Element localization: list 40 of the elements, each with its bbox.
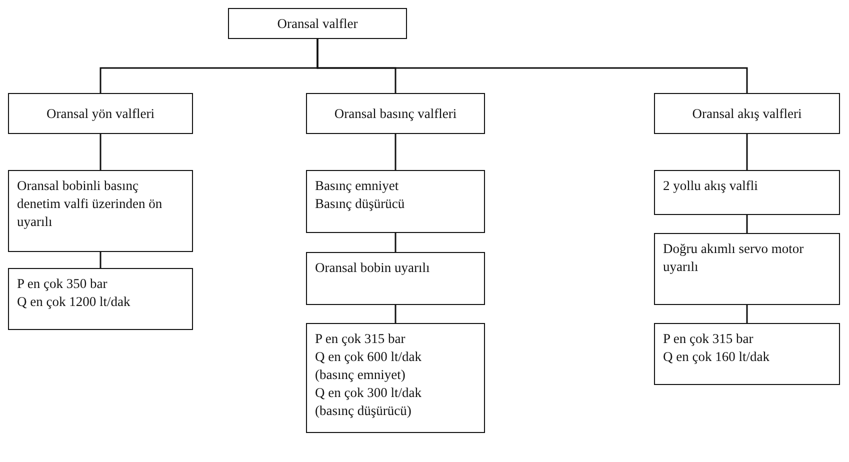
process-box	[654, 93, 840, 134]
connector-line	[394, 134, 396, 170]
box-text: Doğru akımlı servo motor uyarılı	[663, 240, 805, 276]
process-box	[228, 8, 407, 39]
box-text: Basınç düşürücü	[315, 195, 405, 213]
box-text: P en çok 315 bar	[315, 330, 406, 348]
box-text: Q en çok 160 lt/dak	[663, 348, 770, 366]
box-text: P en çok 315 bar	[663, 330, 754, 348]
connector-line	[746, 215, 748, 233]
process-box	[306, 323, 485, 433]
connector-line	[746, 305, 748, 323]
process-box	[654, 233, 840, 305]
box-text: Oransal yön valfleri	[46, 104, 154, 122]
process-box	[8, 170, 193, 252]
box-text: (basınç emniyet)	[315, 366, 406, 384]
box-text: Oransal valfler	[277, 14, 358, 32]
box-text: Basınç emniyet	[315, 177, 399, 195]
process-box	[306, 93, 485, 134]
box-text: Q en çok 600 lt/dak	[315, 348, 422, 366]
process-box	[654, 170, 840, 215]
connector-line	[100, 252, 102, 268]
connector-line	[316, 39, 748, 93]
connector-line	[746, 134, 748, 170]
process-box	[306, 252, 485, 305]
box-text: Oransal bobin uyarılı	[315, 259, 430, 277]
box-text: Oransal bobinli basınç denetim valfi üzerinden ön uyarılı	[17, 177, 164, 231]
box-text: Oransal basınç valfleri	[334, 104, 457, 122]
connector-line	[394, 305, 396, 323]
box-text: (basınç düşürücü)	[315, 402, 412, 420]
process-box	[654, 323, 840, 385]
box-text: P en çok 350 bar	[17, 275, 108, 293]
process-box	[8, 93, 193, 134]
box-text: Oransal akış valfleri	[692, 104, 802, 122]
connector-line	[100, 134, 102, 170]
connector-line	[394, 233, 396, 252]
box-text: Q en çok 1200 lt/dak	[17, 293, 130, 311]
process-box	[306, 170, 485, 233]
process-box	[8, 268, 193, 330]
box-text: 2 yollu akış valfli	[663, 177, 758, 195]
box-text: Q en çok 300 lt/dak	[315, 384, 422, 402]
